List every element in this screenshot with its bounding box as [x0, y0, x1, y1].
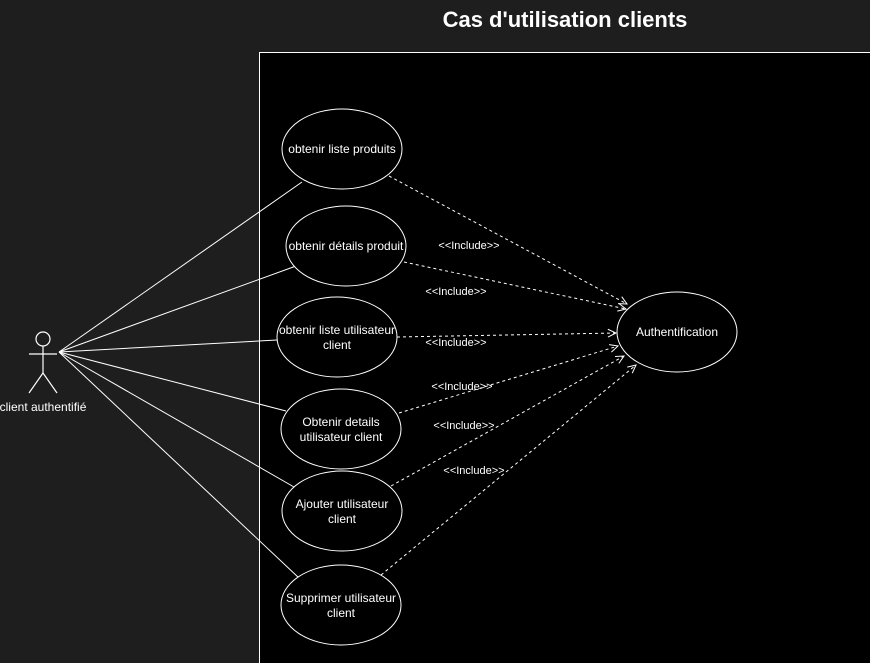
include-line [380, 364, 637, 576]
arrowhead [609, 344, 620, 353]
use-case-label-line1: Ajouter utilisateur [296, 497, 389, 511]
use-case-user-details[interactable]: Obtenir details utilisateur client [280, 388, 402, 470]
association-lines [58, 181, 303, 579]
use-case-label-line2: utilisateur client [300, 430, 383, 444]
include-label: <<Include>> [443, 465, 504, 477]
use-case-label-line1: Supprimer utilisateur [286, 591, 396, 605]
include-line [390, 355, 625, 487]
include-line [403, 261, 627, 310]
arrowhead [617, 296, 629, 305]
association-line [58, 351, 295, 488]
association-line [58, 181, 303, 353]
actor-head [35, 331, 51, 347]
diagram-title: Cas d'utilisation clients [443, 7, 688, 32]
include-line [396, 332, 617, 338]
association-line [58, 351, 287, 412]
use-case-label: Authentification [636, 325, 718, 339]
arrowhead [627, 364, 637, 374]
use-case-label: obtenir liste produits [288, 142, 395, 156]
use-case-label-line1: obtenir liste utilisateur [279, 323, 395, 337]
actor-leg-left [28, 372, 44, 394]
use-case-add-user[interactable]: Ajouter utilisateur client [281, 470, 403, 552]
arrowhead [617, 303, 628, 312]
include-label: <<Include>> [425, 286, 486, 298]
association-line [58, 265, 297, 353]
use-case-label-line1: Obtenir details [302, 415, 379, 429]
use-case-label-line2: client [328, 512, 357, 526]
use-case-label: obtenir détails produit [289, 239, 404, 253]
actor-label: client authentifié [0, 400, 87, 414]
arrowhead [614, 355, 626, 364]
association-line [58, 339, 278, 353]
include-arrows [380, 175, 637, 576]
include-label: <<Include>> [438, 240, 499, 252]
use-case-label-line2: client [327, 606, 356, 620]
include-label: <<Include>> [431, 381, 492, 393]
include-label: <<Include>> [425, 337, 486, 349]
actor-leg-right [42, 372, 58, 394]
use-case-product-details[interactable]: obtenir détails produit [285, 205, 407, 287]
use-case-list-products[interactable]: obtenir liste produits [281, 108, 403, 190]
use-case-label-line2: client [323, 338, 352, 352]
actor-client[interactable]: client authentifié [0, 331, 87, 414]
use-case-delete-user[interactable]: Supprimer utilisateur client [280, 564, 402, 646]
include-label: <<Include>> [433, 420, 494, 432]
arrowhead [607, 328, 618, 338]
use-case-authentication[interactable]: Authentification [616, 291, 738, 373]
use-case-list-users[interactable]: obtenir liste utilisateur client [276, 296, 398, 378]
include-line [398, 345, 619, 414]
association-line [58, 351, 300, 579]
